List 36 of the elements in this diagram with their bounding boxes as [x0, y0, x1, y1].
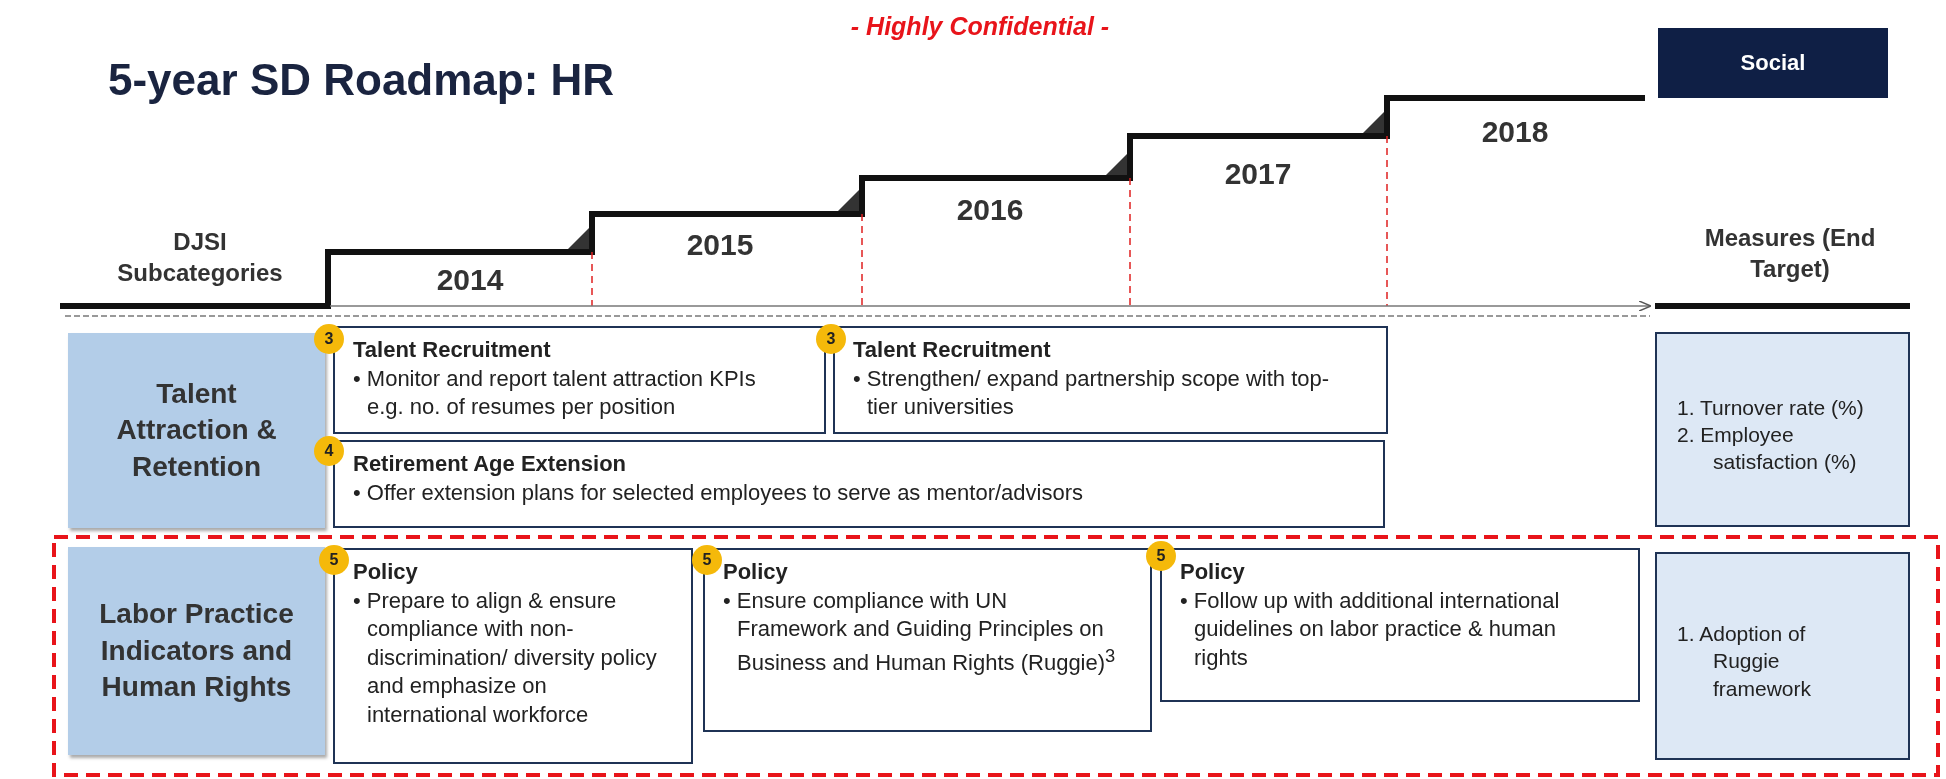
action-text: • Strengthen/ expand partnership scope with top-tier universities — [853, 364, 1331, 422]
measure-item: 1. Adoption of Ruggie framework — [1677, 621, 1813, 702]
year-label: 2014 — [435, 263, 505, 297]
action-heading: Retirement Age Extension — [353, 450, 628, 478]
action-heading: Talent Recruitment — [353, 336, 552, 364]
action-box — [833, 326, 1388, 434]
action-heading: Policy — [723, 558, 789, 586]
action-box — [333, 326, 826, 434]
number-badge: 5 — [692, 545, 722, 575]
year-label: 2018 — [1480, 115, 1550, 149]
number-badge: 3 — [314, 324, 344, 354]
action-text: • Ensure compliance with UN Framework and Guiding Principles on Business and Human Rights (Ruggie)$^{3}$ — [723, 586, 1117, 678]
subcategory-box: Labor Practice Indicators and Human Rights — [68, 547, 325, 755]
action-text: • Monitor and report talent attraction KPIs e.g. no. of resumes per position — [353, 364, 757, 422]
action-text: • Follow up with additional international guidelines on labor practice & human rights — [1180, 586, 1561, 672]
title: 5-year SD Roadmap: HR — [108, 55, 615, 105]
action-text: • Prepare to align & ensure compliance with non-discrimination/ diversity policy and emphasize on international workforce — [353, 586, 658, 729]
column-heading: DJSI Subcategories — [116, 227, 284, 289]
action-heading: Policy — [353, 558, 419, 586]
confidential-note: - Highly Confidential - — [849, 12, 1111, 41]
action-text: • Offer extension plans for selected employees to serve as mentor/advisors — [353, 478, 1084, 507]
action-heading: Talent Recruitment — [853, 336, 1052, 364]
year-label: 2015 — [685, 228, 755, 262]
subcategory-box: Talent Attraction & Retention — [68, 333, 325, 528]
measure-item: 2. Employee satisfaction (%) — [1677, 421, 1858, 476]
action-box — [333, 440, 1385, 528]
year-label: 2017 — [1223, 157, 1293, 191]
column-heading: Measures (End Target) — [1703, 223, 1877, 285]
measure-item: 1. Turnover rate (%) — [1677, 394, 1865, 421]
category-tab: Social — [1658, 28, 1888, 98]
action-heading: Policy — [1180, 558, 1246, 586]
action-box — [703, 548, 1152, 732]
year-label: 2016 — [955, 193, 1025, 227]
measures-box — [1655, 332, 1910, 527]
measures-box — [1655, 552, 1910, 760]
number-badge: 5 — [1146, 541, 1176, 571]
